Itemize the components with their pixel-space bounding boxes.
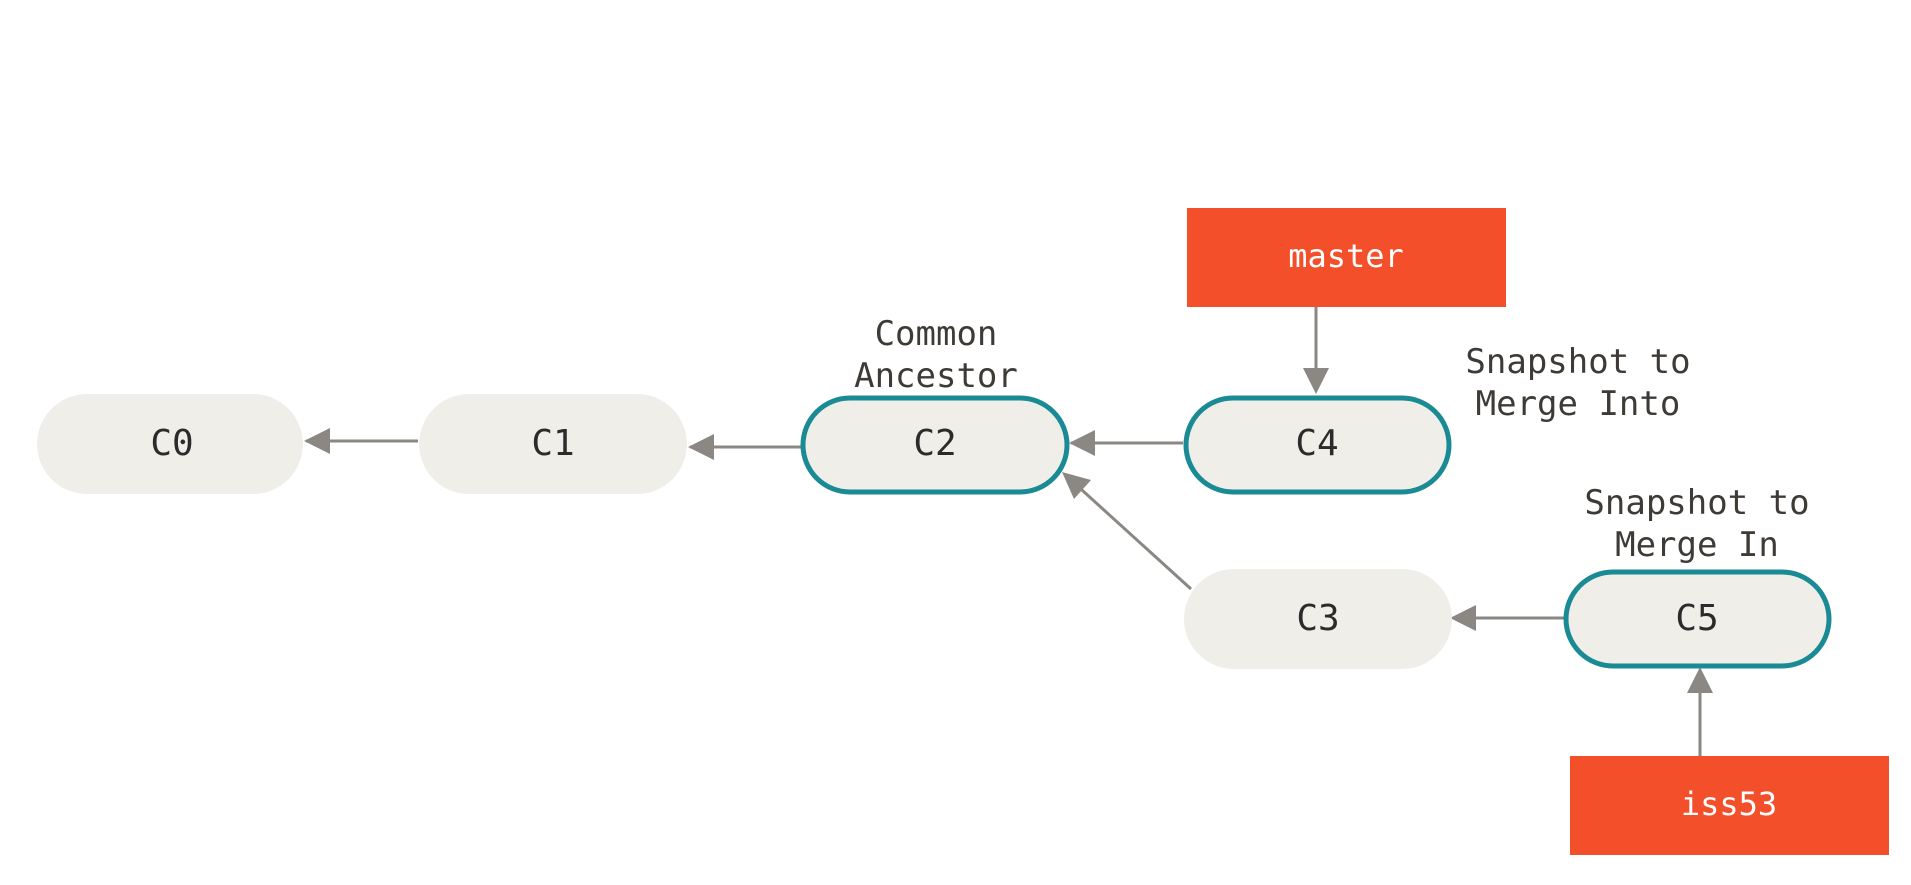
commit-c5: C5 <box>1563 569 1832 669</box>
commit-label-c0: C0 <box>150 423 193 464</box>
annotation-common-ancestor: Common Ancestor <box>854 314 1018 396</box>
arrowhead-c4 <box>1303 368 1329 394</box>
commit-label-c1: C1 <box>531 423 574 464</box>
annotation-merge-in-line-1: Snapshot to <box>1584 483 1809 523</box>
arrowhead-c5 <box>1687 667 1713 693</box>
branch-iss53: iss53 <box>1570 756 1889 855</box>
commit-label-c4: C4 <box>1295 423 1338 464</box>
branch-label-master: master <box>1288 237 1404 275</box>
annotation-merge-in-line-2: Merge In <box>1615 525 1779 565</box>
commit-c3: C3 <box>1184 569 1452 669</box>
arrowhead-c1 <box>688 434 714 460</box>
commit-c0: C0 <box>37 394 303 494</box>
commit-label-c2: C2 <box>913 423 956 464</box>
arrowhead-c3 <box>1450 605 1476 631</box>
commit-label-c3: C3 <box>1296 598 1339 639</box>
commit-c2: C2 <box>800 395 1070 495</box>
branch-master: master <box>1187 208 1506 307</box>
commit-label-c5: C5 <box>1675 598 1718 639</box>
annotation-merge-into: Snapshot to Merge Into <box>1465 342 1690 424</box>
annotation-merge-into-line-1: Snapshot to <box>1465 342 1690 382</box>
commit-c4: C4 <box>1183 395 1452 495</box>
arrowhead-c2-from-c3 <box>1062 472 1091 499</box>
arrows <box>304 307 1713 756</box>
arrow-c3-to-c2 <box>1070 479 1193 591</box>
arrowhead-c0 <box>304 428 330 454</box>
commit-c1: C1 <box>419 394 687 494</box>
arrowhead-c2-from-c4 <box>1069 430 1095 456</box>
annotation-merge-into-line-2: Merge Into <box>1476 384 1681 424</box>
annotation-common-ancestor-line-1: Common <box>875 314 998 354</box>
branch-label-iss53: iss53 <box>1681 785 1777 823</box>
annotation-common-ancestor-line-2: Ancestor <box>854 356 1018 396</box>
annotation-merge-in: Snapshot to Merge In <box>1584 483 1809 565</box>
